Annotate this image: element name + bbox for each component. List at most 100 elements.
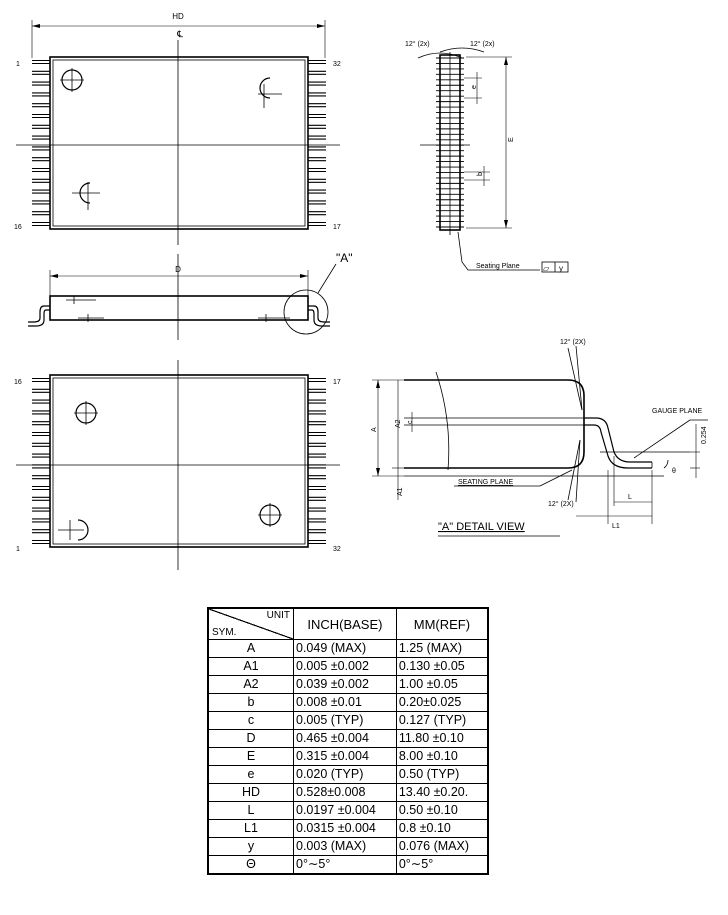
row-inch-value: 0°∼5° [293, 855, 397, 875]
row-mm-value: 0.127 (TYP) [395, 711, 489, 730]
side-angle-right: 12° (2x) [470, 40, 495, 48]
pin-1-label: 1 [16, 61, 20, 68]
row-symbol: A1 [207, 657, 294, 676]
front-view: D "A" [28, 251, 353, 340]
row-mm-value: 0.50 (TYP) [395, 765, 489, 784]
ejector-pin-mark-icon [258, 503, 282, 527]
row-symbol: c [207, 711, 294, 730]
row-symbol: e [207, 765, 294, 784]
row-mm-value: 11.80 ±0.10 [395, 729, 489, 748]
detail-view-title: "A" DETAIL VIEW [438, 521, 525, 533]
detail-L1-label: L1 [612, 523, 620, 530]
row-symbol: L [207, 801, 294, 820]
row-inch-value: 0.005 (TYP) [293, 711, 397, 730]
side-angle-left: 12° (2x) [405, 40, 430, 48]
row-inch-value: 0.003 (MAX) [293, 837, 397, 856]
row-symbol: A [207, 639, 294, 658]
side-E-label: E [508, 137, 515, 142]
ejector-pin-mark-icon [58, 519, 89, 541]
ejector-pin-mark-icon [258, 77, 282, 108]
flatness-value: y [559, 264, 563, 273]
row-symbol: A2 [207, 675, 294, 694]
hd-label: HD [172, 12, 184, 21]
row-inch-value: 0.020 (TYP) [293, 765, 397, 784]
ejector-pin-mark-icon [60, 68, 84, 92]
detail-callout-label: "A" [336, 251, 353, 265]
row-inch-value: 0.039 ±0.002 [293, 675, 397, 694]
inch-column-header: INCH(BASE) [293, 607, 397, 640]
pin-32-label: 32 [333, 61, 341, 68]
detail-L-label: L [628, 494, 632, 501]
row-inch-value: 0.465 ±0.004 [293, 729, 397, 748]
row-mm-value: 1.00 ±0.05 [395, 675, 489, 694]
ejector-pin-mark-icon [74, 401, 98, 425]
detail-A-label: A [371, 427, 378, 432]
side-b-label: b [477, 172, 484, 176]
gauge-value: 0.254 [701, 426, 708, 444]
row-symbol: Θ [207, 855, 294, 875]
package-drawing: HD ℄ 1 32 16 17 12° (2 [14, 12, 708, 570]
ejector-pin-mark-icon [72, 182, 100, 210]
row-mm-value: 8.00 ±0.10 [395, 747, 489, 766]
row-inch-value: 0.0315 ±0.004 [293, 819, 397, 838]
centerline-label: ℄ [176, 29, 183, 39]
row-mm-value: 0.076 (MAX) [395, 837, 489, 856]
detail-c-label: c [407, 420, 414, 424]
flatness-symbol-icon: ▱ [543, 264, 550, 273]
gauge-plane-label: GAUGE PLANE [652, 408, 703, 415]
bottom-pin-1-label: 1 [16, 546, 20, 553]
bottom-pin-16-label: 16 [14, 379, 22, 386]
row-inch-value: 0.0197 ±0.004 [293, 801, 397, 820]
row-inch-value: 0.008 ±0.01 [293, 693, 397, 712]
row-inch-value: 0.315 ±0.004 [293, 747, 397, 766]
row-mm-value: 0.130 ±0.05 [395, 657, 489, 676]
mm-column-header: MM(REF) [395, 607, 489, 640]
detail-view: 12° (2X) GAUGE PLANE 0.254 θ SEATING PLA… [371, 338, 708, 537]
row-symbol: L1 [207, 819, 294, 838]
row-mm-value: 0.20±0.025 [395, 693, 489, 712]
row-symbol: E [207, 747, 294, 766]
side-view: 12° (2x) 12° (2x) e b E Seating Plane ▱ … [405, 40, 569, 273]
row-symbol: b [207, 693, 294, 712]
pin-17-label: 17 [333, 224, 341, 231]
theta-label: θ [672, 468, 676, 475]
side-seating-plane: Seating Plane [476, 263, 520, 270]
row-symbol: y [207, 837, 294, 856]
row-inch-value: 0.528±0.008 [293, 783, 397, 802]
detail-A2-label: A2 [395, 419, 402, 428]
detail-angle-top: 12° (2X) [560, 338, 586, 346]
unit-header: UNIT [266, 610, 290, 621]
side-e-label: e [471, 85, 478, 89]
bottom-pin-17-label: 17 [333, 379, 341, 386]
table-corner-header: UNIT SYM. [207, 607, 294, 640]
row-inch-value: 0.049 (MAX) [293, 639, 397, 658]
row-mm-value: 0.50 ±0.10 [395, 801, 489, 820]
row-mm-value: 0°∼5° [395, 855, 489, 875]
row-symbol: D [207, 729, 294, 748]
row-mm-value: 1.25 (MAX) [395, 639, 489, 658]
top-view: HD ℄ 1 32 16 17 [14, 12, 341, 245]
detail-seating-plane: SEATING PLANE [458, 479, 513, 486]
pin-16-label: 16 [14, 224, 22, 231]
bottom-pin-32-label: 32 [333, 546, 341, 553]
row-mm-value: 0.8 ±0.10 [395, 819, 489, 838]
detail-A1-label: A1 [397, 487, 404, 496]
row-symbol: HD [207, 783, 294, 802]
row-inch-value: 0.005 ±0.002 [293, 657, 397, 676]
bottom-view: 16 17 1 32 [14, 360, 341, 570]
detail-angle-bottom: 12° (2X) [548, 500, 574, 508]
sym-header: SYM. [212, 627, 237, 638]
